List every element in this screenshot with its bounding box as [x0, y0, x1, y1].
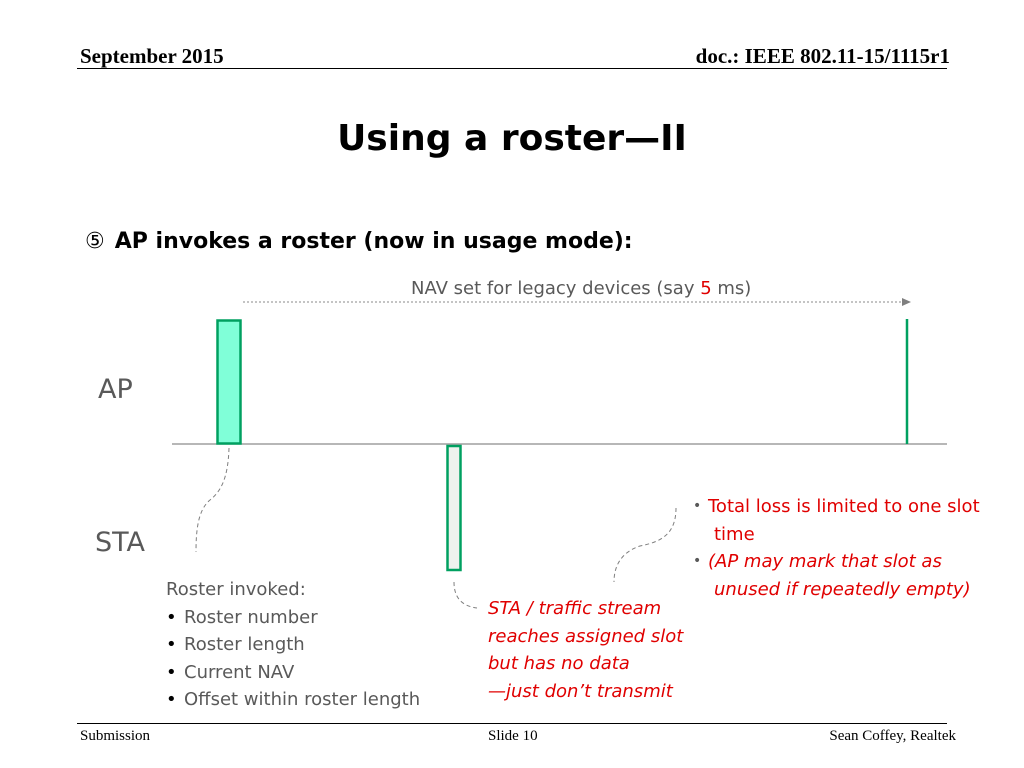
list-item: • Total loss is limited to one slot time	[693, 493, 1003, 548]
step-number: ⑤	[85, 229, 105, 254]
sta-note-line: but has no data	[488, 653, 630, 674]
header-date: September 2015	[80, 44, 224, 68]
nav-label-suffix: ms)	[711, 278, 752, 299]
sta-note-line: reaches assigned slot	[488, 625, 684, 647]
nav-arrowhead-icon	[902, 298, 911, 306]
list-item: • Roster number	[166, 604, 420, 632]
sta-slot-frame	[446, 444, 462, 572]
list-item: • Current NAV	[166, 659, 420, 687]
roster-invoked-callout: Roster invoked: • Roster number • Roster l…	[166, 576, 420, 714]
ap-label: AP	[98, 374, 133, 405]
step-text: AP invokes a roster (now in usage mode):	[114, 229, 633, 254]
bullet-icon: •	[166, 661, 177, 683]
nav-label: NAV set for legacy devices (say 5 ms)	[411, 278, 751, 299]
step-heading: ⑤ AP invokes a roster (now in usage mode)…	[85, 229, 633, 254]
sta-callout-line	[453, 581, 478, 609]
loss-callout-line	[613, 507, 677, 583]
header-rule	[77, 68, 947, 69]
ap-roster-frame	[216, 319, 242, 445]
nav-label-prefix: NAV set for legacy devices (say	[411, 278, 701, 299]
bullet-icon: •	[166, 689, 177, 710]
sta-label: STA	[95, 527, 146, 558]
roster-items: • Roster number • Roster length • Current N…	[166, 604, 420, 714]
footer-slide-number: Slide 10	[488, 728, 538, 744]
sta-note-line: —just don’t transmit	[488, 680, 673, 702]
footer-submission: Submission	[80, 728, 151, 744]
roster-heading: Roster invoked:	[166, 579, 306, 600]
roster-item-label: Roster number	[184, 606, 318, 628]
roster-item-label: Offset within roster length	[184, 689, 421, 710]
bullet-icon: •	[693, 553, 702, 569]
roster-item-label: Current NAV	[184, 661, 295, 683]
bullet-icon: •	[693, 498, 702, 514]
header-doc-id: doc.: IEEE 802.11-15/1115r1	[695, 44, 950, 68]
list-item: • Offset within roster length	[166, 686, 420, 714]
list-item: • Roster length	[166, 631, 420, 659]
bullet-icon: •	[166, 606, 177, 628]
sta-note-line: STA / traffic stream	[488, 598, 662, 619]
footer-rule	[77, 723, 947, 724]
nav-label-value: 5	[700, 278, 712, 299]
roster-item-label: Roster length	[184, 634, 305, 655]
roster-callout-line	[195, 447, 230, 553]
loss-note-text: (AP may mark that slot as	[708, 551, 942, 572]
loss-note-text: time	[714, 523, 755, 545]
bullet-icon: •	[166, 634, 177, 655]
footer-author: Sean Coffey, Realtek	[829, 728, 956, 744]
list-item: • (AP may mark that slot as unused if re…	[693, 548, 1003, 603]
page-title: Using a roster—II	[337, 118, 687, 159]
loss-note-text: unused if repeatedly empty)	[714, 578, 971, 600]
loss-note-text: Total loss is limited to one slot	[708, 496, 980, 517]
loss-notes: • Total loss is limited to one slot time…	[693, 493, 1003, 603]
sta-no-data-note: STA / traffic stream reaches assigned sl…	[488, 595, 683, 705]
